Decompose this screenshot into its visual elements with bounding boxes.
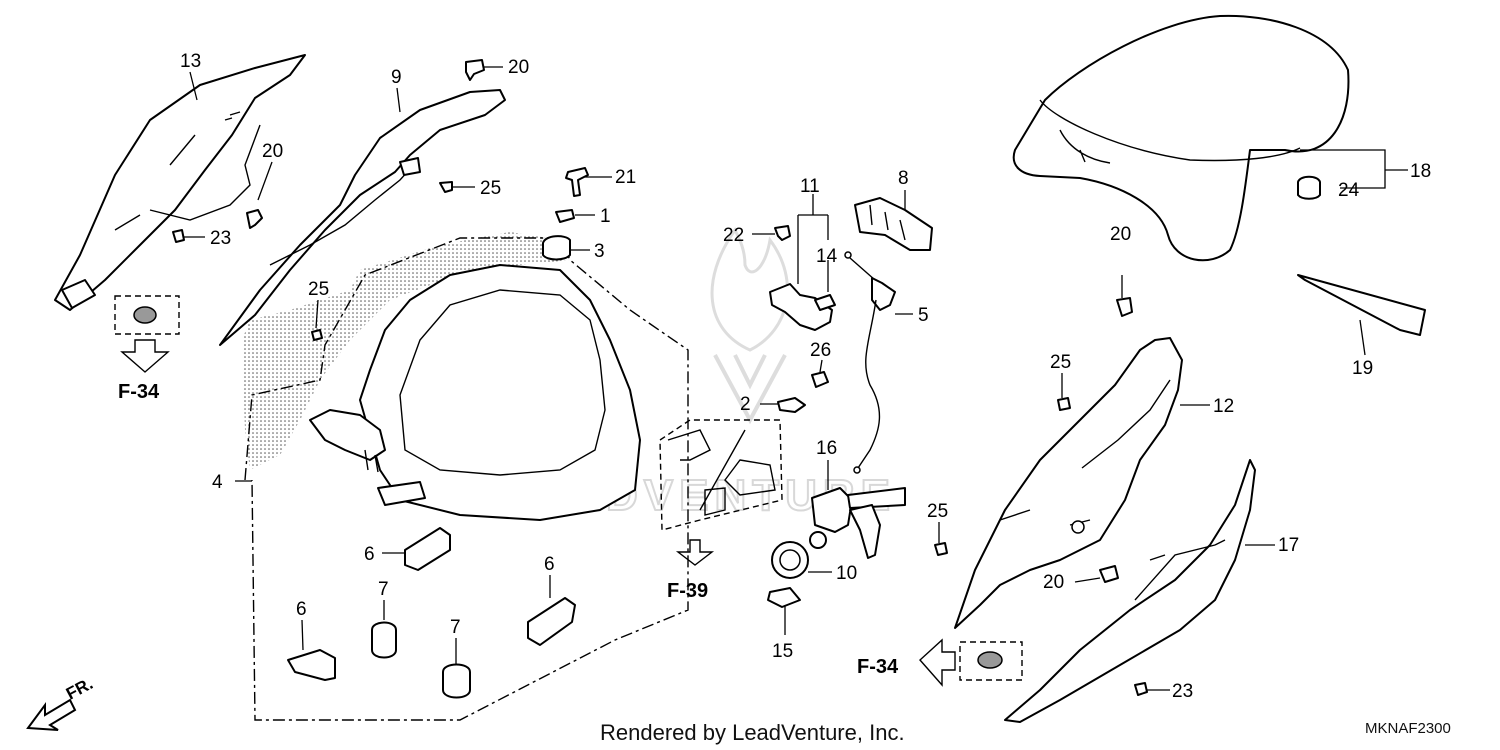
callout-25: 25 [480,178,501,199]
callout-6: 6 [296,599,307,620]
ref-f34-left: F-34 [118,381,160,403]
right-rear-cowl [954,337,1183,629]
main-seat [309,264,641,521]
callout-12: 12 [1213,396,1234,417]
seat-clips-and-dampers [287,527,576,699]
callout-15: 15 [772,641,793,662]
key-cylinder-set [767,487,906,608]
callout-19: 19 [1352,358,1373,379]
callout-10: 10 [836,563,857,584]
f39-detail [659,419,783,566]
callout-20: 20 [262,141,283,162]
callout-6: 6 [364,544,375,565]
callout-25: 25 [1050,352,1071,373]
callout-25: 25 [308,279,329,300]
front-direction-arrow: FR. [26,674,96,731]
callout-2: 2 [740,394,751,415]
callout-23: 23 [210,228,231,249]
seat-hatch-zone [242,232,570,470]
callout-26: 26 [810,340,831,361]
small-bolts [172,59,1321,696]
callout-8: 8 [898,168,909,189]
callout-11: 11 [800,176,820,197]
callout-22: 22 [723,225,744,246]
callout-24: 24 [1338,180,1360,201]
callout-23: 23 [1172,681,1193,702]
seat-latch [854,197,933,251]
callout-20: 20 [1110,224,1131,245]
leader-lines [184,66,1408,691]
callout-20: 20 [508,57,529,78]
callout-4: 4 [212,472,223,493]
front-label: FR. [63,674,96,704]
left-side-cover [54,54,306,311]
callout-21: 21 [615,167,636,188]
left-rear-cowl [219,89,506,346]
callout-14: 14 [816,246,838,267]
callout-6: 6 [544,554,555,575]
callout-20: 20 [1043,572,1064,593]
callout-25: 25 [927,501,948,522]
seat-lock-bracket [769,283,836,331]
seat-lock-cable [844,251,896,474]
pillion-seat [1012,14,1350,262]
ref-f39: F-39 [667,580,708,602]
callout-numbers: 13 9 20 20 25 23 25 21 1 3 4 6 6 6 7 7 1… [180,51,1431,702]
seat-assembly-bracket [244,237,689,721]
callout-3: 3 [594,241,605,262]
footer-credit: Rendered by LeadVenture, Inc. [600,720,905,745]
grab-strap [1297,274,1426,336]
callout-9: 9 [391,67,402,88]
callout-16: 16 [816,438,837,459]
callout-5: 5 [918,305,929,326]
callout-17: 17 [1278,535,1299,556]
callout-7: 7 [450,617,461,638]
ref-f34-right: F-34 [857,656,899,678]
center-fasteners [542,167,589,261]
f34-left-detail [114,295,180,373]
f34-right-detail [919,638,1023,687]
hook-and-bolt [777,371,829,413]
callout-1: 1 [600,206,611,227]
diagram-code: MKNAF2300 [1365,720,1451,737]
callout-13: 13 [180,51,201,72]
callout-7: 7 [378,579,389,600]
right-side-cover [1004,459,1256,723]
callout-18: 18 [1410,161,1431,182]
